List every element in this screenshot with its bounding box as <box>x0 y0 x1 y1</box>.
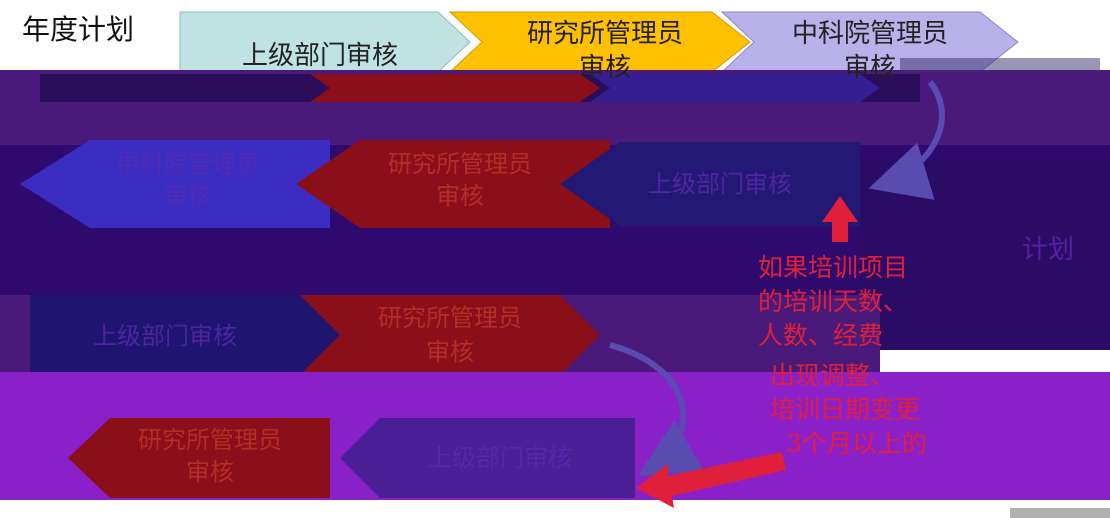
row2-blue-chevron-left <box>20 140 330 228</box>
row1-red-chevron <box>310 74 600 102</box>
curved-arrow-bottom <box>609 342 705 477</box>
row3-step-2-line2: 审核 <box>426 338 474 366</box>
row4-indigo-chevron-right <box>340 418 635 498</box>
row4-step-1-line1: 研究所管理员 <box>138 426 282 454</box>
row3-step-2-line1: 研究所管理员 <box>378 304 522 332</box>
row4-step-2-line1: 上级部门审核 <box>428 444 572 472</box>
row2-step-3-line1: 上级部门审核 <box>648 170 792 198</box>
row2-navy-chevron-right <box>560 142 860 226</box>
band-row4-bottom-fade <box>0 500 1110 518</box>
note-line-3: 人数、经费 <box>758 321 883 350</box>
red-left-arrow <box>636 452 786 508</box>
row4-red-chevron-left <box>68 418 330 498</box>
note-line-6: 3个月以上的 <box>786 429 927 458</box>
row1-blue-chevron <box>590 74 880 102</box>
side-plan-label: 计划 <box>1022 235 1074 265</box>
page-title: 年度计划 <box>22 13 135 46</box>
flow-step-3-label-line2: 审核 <box>844 53 896 83</box>
row2-red-chevron-mid <box>296 140 610 228</box>
flow-step-1-shape <box>179 11 471 73</box>
note-line-5: 培训日期变更 <box>770 395 920 424</box>
curved-arrow-top <box>868 80 945 200</box>
row2-step-2-line1: 研究所管理员 <box>388 150 532 178</box>
row2-step-1-line2: 审核 <box>164 182 212 210</box>
row3-red-chevron <box>300 295 600 375</box>
row3-navy-chevron <box>30 295 340 375</box>
corner-gray-block <box>1010 508 1110 518</box>
flow-step-3-label-line1: 中科院管理员 <box>792 19 948 49</box>
artifact-noise-1 <box>900 58 1100 72</box>
row2-step-2-line2: 审核 <box>436 182 484 210</box>
flow-step-1-label: 上级部门审核 <box>242 41 398 71</box>
row3-step-1-line1: 上级部门审核 <box>93 322 237 350</box>
row4-step-1-line2: 审核 <box>186 458 234 486</box>
red-up-arrow <box>822 196 858 242</box>
note-line-2: 的培训天数、 <box>758 287 908 316</box>
flow-step-2-label-line2: 审核 <box>579 53 631 83</box>
flow-step-2-label-line1: 研究所管理员 <box>527 19 683 49</box>
note-line-4: 出现调整、 <box>770 361 895 390</box>
row2-step-1-line1: 中科院管理员 <box>116 150 260 178</box>
note-line-1: 如果培训项目 <box>758 253 908 282</box>
